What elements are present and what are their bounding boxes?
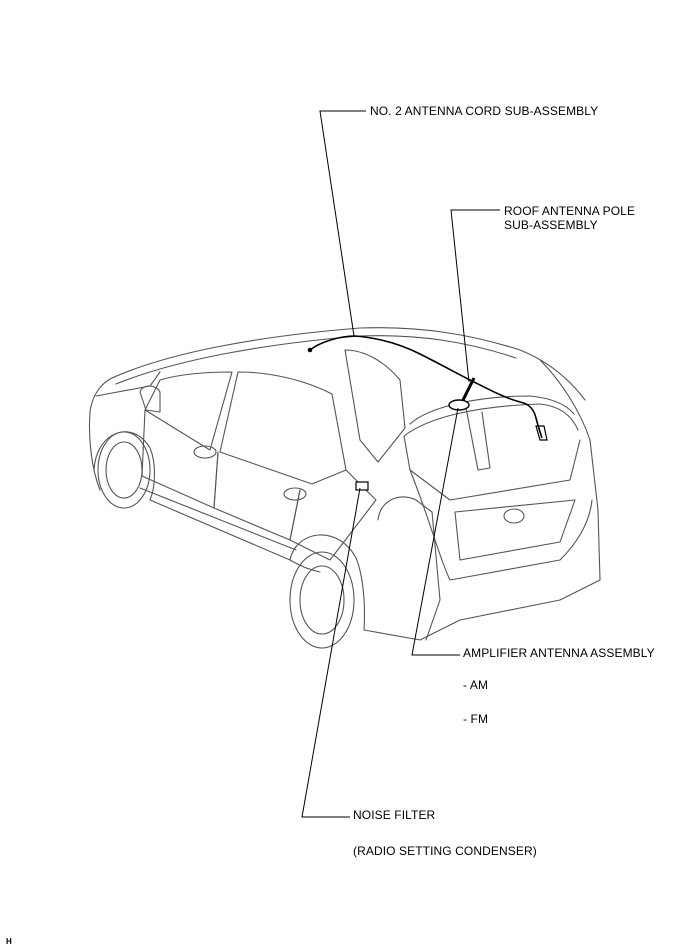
leader-roof-pole (450, 209, 500, 383)
leader-lines (301, 110, 500, 818)
rear-connector (535, 425, 548, 441)
amplifier-base (448, 399, 470, 411)
label-roof-pole-2: SUB-ASSEMBLY (504, 218, 598, 232)
label-noise-filter-sub: (RADIO SETTING CONDENSER) (353, 844, 537, 858)
roof-antenna-pole (460, 377, 476, 403)
vehicle-outline (88, 327, 601, 649)
leader-noise-filter (301, 487, 361, 818)
label-amp-fm: - FM (463, 712, 489, 726)
label-amplifier: AMPLIFIER ANTENNA ASSEMBLY (463, 646, 655, 660)
label-antenna-cord: NO. 2 ANTENNA CORD SUB-ASSEMBLY (370, 104, 599, 118)
antenna-components (307, 335, 548, 491)
label-roof-pole-1: ROOF ANTENNA POLE (504, 204, 636, 218)
label-noise-filter: NOISE FILTER (353, 808, 436, 822)
leader-antenna-cord (319, 110, 366, 337)
leader-amplifier (411, 407, 460, 656)
label-amp-am: - AM (463, 678, 489, 692)
noise-filter-part (355, 481, 369, 491)
corner-mark: H (6, 937, 12, 946)
antenna-cord (309, 335, 543, 439)
